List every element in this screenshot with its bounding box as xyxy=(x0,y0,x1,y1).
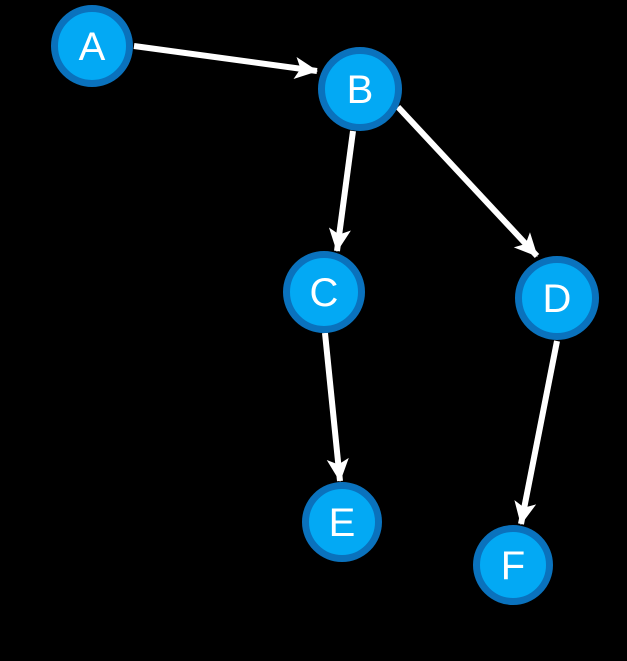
node-circle-b[interactable] xyxy=(318,47,402,131)
edge-a-to-b xyxy=(133,43,318,79)
edges-layer xyxy=(133,43,560,525)
graph-node-f[interactable]: F xyxy=(473,525,553,605)
graph-node-b[interactable]: B xyxy=(318,47,402,131)
edge-b-to-d xyxy=(395,104,540,259)
edge-c-to-e xyxy=(322,332,349,483)
graph-node-e[interactable]: E xyxy=(302,482,382,562)
node-circle-c[interactable] xyxy=(283,251,365,333)
nodes-layer: A B C D E F xyxy=(51,5,599,605)
edge-d-to-f xyxy=(514,340,560,525)
graph-node-d[interactable]: D xyxy=(515,256,599,340)
node-circle-e[interactable] xyxy=(302,482,382,562)
graph-node-c[interactable]: C xyxy=(283,251,365,333)
node-circle-f[interactable] xyxy=(473,525,553,605)
node-circle-d[interactable] xyxy=(515,256,599,340)
edge-b-to-c xyxy=(328,130,356,252)
graph-node-a[interactable]: A xyxy=(51,5,133,87)
node-circle-a[interactable] xyxy=(51,5,133,87)
